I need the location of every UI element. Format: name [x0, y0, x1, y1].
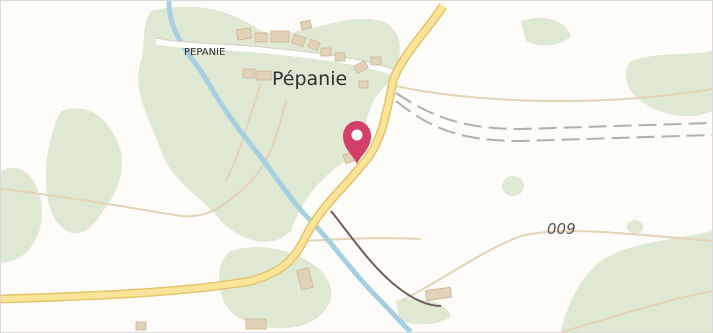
railway: [395, 92, 712, 143]
forest-areas: [1, 6, 712, 332]
place-label: Pépanie: [272, 68, 347, 90]
road-number-label: 009: [547, 220, 576, 238]
river: [166, 1, 413, 332]
street-label: PEPANIE: [184, 47, 225, 58]
minor-roads: [1, 82, 712, 332]
map-pin-icon[interactable]: [343, 121, 371, 164]
buildings: [135, 19, 453, 331]
secondary-road: [330, 210, 442, 307]
main-road: [1, 3, 447, 304]
